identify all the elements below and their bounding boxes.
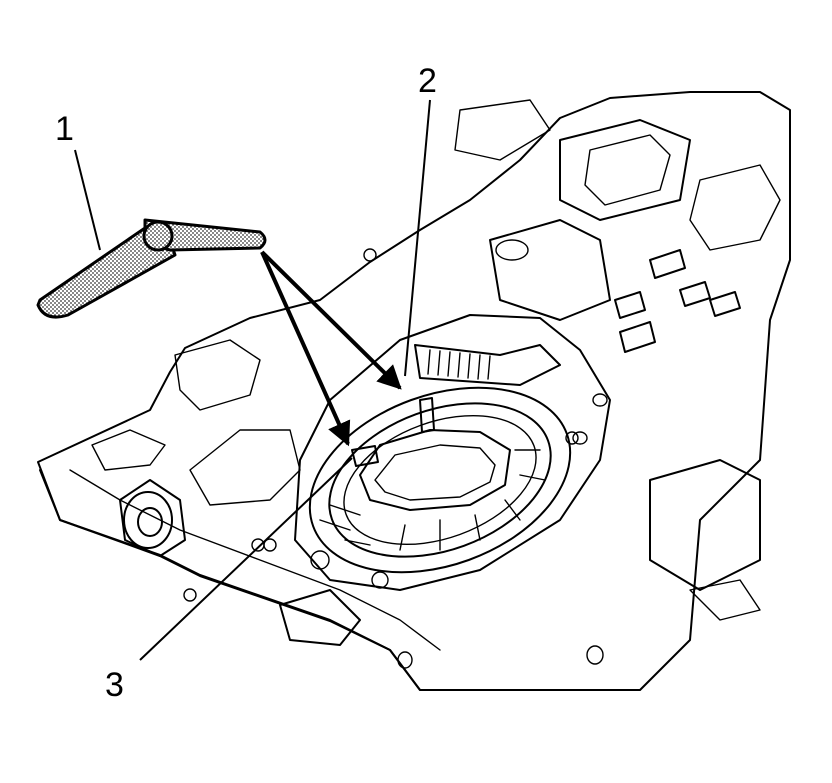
callout-3-label: 3 [105, 666, 124, 704]
arrow-to-slot-2 [260, 250, 402, 390]
callout-1-label: 1 [55, 110, 74, 148]
tool-pin [36, 218, 267, 319]
engine-block [37, 91, 791, 691]
callout-2-label: 2 [418, 62, 437, 100]
leader-line-2 [404, 99, 431, 377]
arrow-to-slot-3 [260, 251, 351, 447]
leader-lines [74, 99, 431, 661]
arrows [260, 250, 402, 447]
leader-line-1 [74, 149, 101, 251]
leader-line-3 [139, 457, 353, 661]
